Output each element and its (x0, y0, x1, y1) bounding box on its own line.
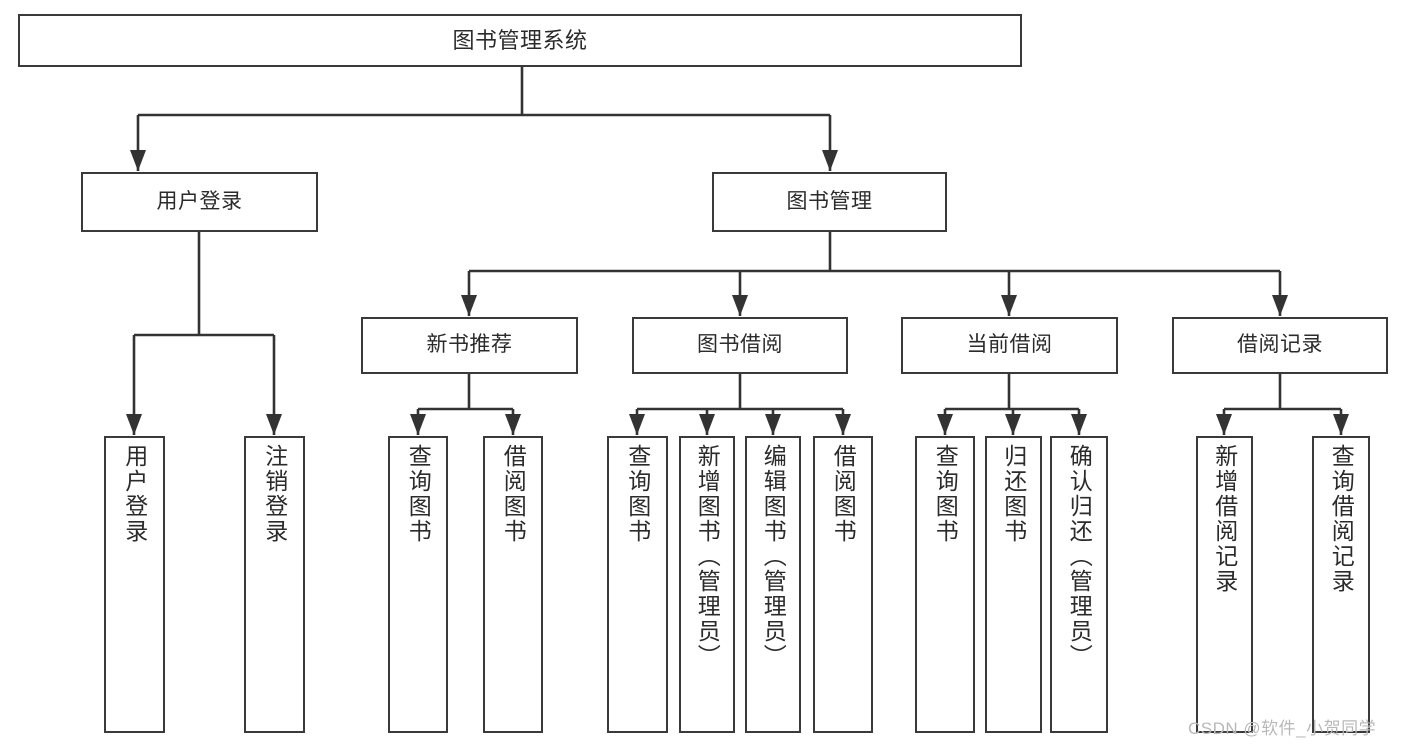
node-leaf-confirm-return-admin-label: 确认归还（管理员） (1066, 444, 1093, 669)
node-leaf-borrow-book-label: 借阅图书 (830, 444, 857, 544)
node-leaf-return-book-label: 归还图书 (1000, 444, 1027, 544)
node-leaf-query-book-recommendation[interactable]: 查询图书 (388, 436, 448, 733)
node-new-book-recommendation[interactable]: 新书推荐 (361, 317, 578, 374)
node-leaf-query-book-borrow-label: 查询图书 (624, 444, 651, 544)
node-leaf-query-book-current-label: 查询图书 (932, 444, 959, 544)
node-leaf-borrow-book[interactable]: 借阅图书 (813, 436, 873, 733)
node-user-login[interactable]: 用户登录 (81, 172, 318, 232)
node-leaf-edit-book-admin[interactable]: 编辑图书（管理员） (745, 436, 801, 733)
node-leaf-query-book-borrow[interactable]: 查询图书 (607, 436, 668, 733)
node-book-manage-label: 图书管理 (786, 189, 873, 213)
node-root-label: 图书管理系统 (452, 27, 588, 53)
node-leaf-borrow-book-recommendation-label: 借阅图书 (500, 444, 527, 544)
node-leaf-add-borrow-record[interactable]: 新增借阅记录 (1196, 436, 1253, 733)
node-book-manage[interactable]: 图书管理 (712, 172, 947, 232)
node-leaf-add-book-admin-label: 新增图书（管理员） (694, 444, 721, 669)
node-book-borrow-label: 图书借阅 (697, 333, 783, 357)
node-book-borrow[interactable]: 图书借阅 (632, 317, 848, 374)
node-leaf-return-book[interactable]: 归还图书 (985, 436, 1042, 733)
node-leaf-query-book-current[interactable]: 查询图书 (915, 436, 975, 733)
node-leaf-query-book-recommendation-label: 查询图书 (405, 444, 432, 544)
node-leaf-confirm-return-admin[interactable]: 确认归还（管理员） (1050, 436, 1108, 733)
node-leaf-query-borrow-record-label: 查询借阅记录 (1328, 444, 1355, 594)
node-current-borrow[interactable]: 当前借阅 (901, 317, 1118, 374)
node-new-book-recommendation-label: 新书推荐 (426, 333, 513, 357)
node-current-borrow-label: 当前借阅 (966, 333, 1053, 357)
node-root-book-management-system[interactable]: 图书管理系统 (18, 14, 1022, 67)
node-leaf-logout-label: 注销登录 (261, 444, 288, 544)
node-leaf-add-borrow-record-label: 新增借阅记录 (1211, 444, 1238, 594)
node-leaf-borrow-book-recommendation[interactable]: 借阅图书 (483, 436, 543, 733)
node-borrow-record[interactable]: 借阅记录 (1172, 317, 1388, 374)
node-leaf-add-book-admin[interactable]: 新增图书（管理员） (679, 436, 735, 733)
node-user-login-label: 用户登录 (156, 189, 243, 213)
node-leaf-user-login-label: 用户登录 (121, 444, 148, 544)
node-leaf-query-borrow-record[interactable]: 查询借阅记录 (1312, 436, 1370, 733)
node-leaf-logout[interactable]: 注销登录 (244, 436, 305, 733)
node-leaf-user-login[interactable]: 用户登录 (104, 436, 165, 733)
csdn-watermark: CSDN @软件_小贺同学 (1188, 719, 1377, 738)
node-borrow-record-label: 借阅记录 (1237, 333, 1323, 357)
node-leaf-edit-book-admin-label: 编辑图书（管理员） (760, 444, 787, 669)
